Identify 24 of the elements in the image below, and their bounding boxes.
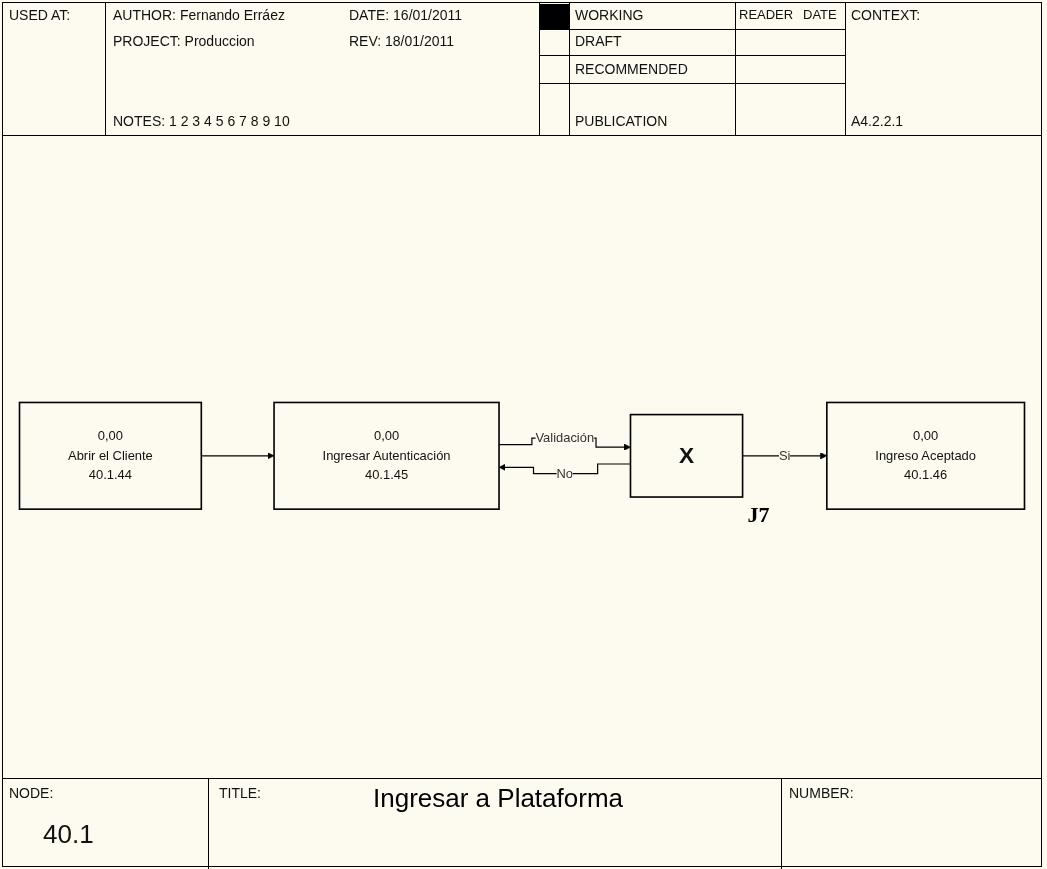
form-field-label: A4.2.2.1 [851,113,904,129]
form-field-label: CONTEXT: [851,7,921,23]
form-field-label: USED AT: [9,7,71,23]
form-field-label: READER [739,7,794,22]
form-field-label: WORKING [575,7,644,23]
diagram-title: Ingresar a Plataforma [373,783,623,814]
form-field-label: REV: 18/01/2011 [349,33,455,49]
form-field-label: 40.1 [43,819,94,850]
form-field-label: NODE: [9,785,54,801]
process-box: 0,00 Abrir el Cliente 40.1.44 [18,401,203,511]
form-field-label: PROJECT: Produccion [113,33,255,49]
process-box: 0,00 Ingreso Aceptado 40.1.46 [826,401,1026,511]
form-field-label: NUMBER: [789,785,854,801]
form-field-label: DRAFT [575,33,622,49]
form-field-label: RECOMMENDED [575,61,688,77]
form-field-label: TITLE: [219,785,261,801]
form-field-label: AUTHOR: Fernando Erráez [113,7,285,23]
junction-label: J7 [747,502,770,529]
process-box: 0,00 Ingresar Autenticación 40.1.45 [273,401,500,511]
form-field-label: PUBLICATION [575,113,668,129]
form-field-label: DATE [803,7,837,22]
form-field-label: DATE: 16/01/2011 [349,7,463,23]
form-field-label: NOTES: 1 2 3 4 5 6 7 8 9 10 [113,113,290,129]
junction-box: X [629,413,744,499]
